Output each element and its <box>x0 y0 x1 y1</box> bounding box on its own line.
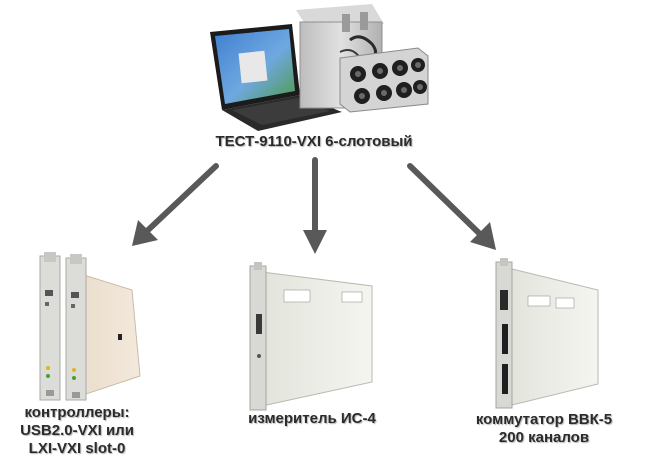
switch-label: коммутатор ВВК-5 200 каналов <box>460 411 628 447</box>
controllers-label: контроллеры: USB2.0-VXI или LXI-VXI slot… <box>4 404 150 458</box>
meter-label-line-1: измеритель ИС-4 <box>248 410 376 427</box>
arrow-to-controllers <box>132 163 219 246</box>
vxi-chassis-icon <box>296 4 429 113</box>
meter-label: измеритель ИС-4 <box>232 410 392 428</box>
controllers-label-line-1: контроллеры: <box>24 404 130 421</box>
arrow-to-meter <box>303 157 327 254</box>
system-label-text: ТЕСТ-9110-VXI 6-слотовый <box>215 133 413 150</box>
controller-board-icon <box>39 252 141 401</box>
controllers-label-line-2: USB2.0-VXI или <box>20 422 134 439</box>
meter-board-icon <box>249 262 373 411</box>
arrow-to-switch <box>407 163 496 250</box>
switch-label-line-2: 200 каналов <box>498 429 590 446</box>
switch-label-line-1: коммутатор ВВК-5 <box>475 411 613 428</box>
system-label: ТЕСТ-9110-VXI 6-слотовый <box>196 133 432 151</box>
controllers-label-line-3: LXI-VXI slot-0 <box>28 440 126 457</box>
switch-board-icon <box>495 258 599 409</box>
